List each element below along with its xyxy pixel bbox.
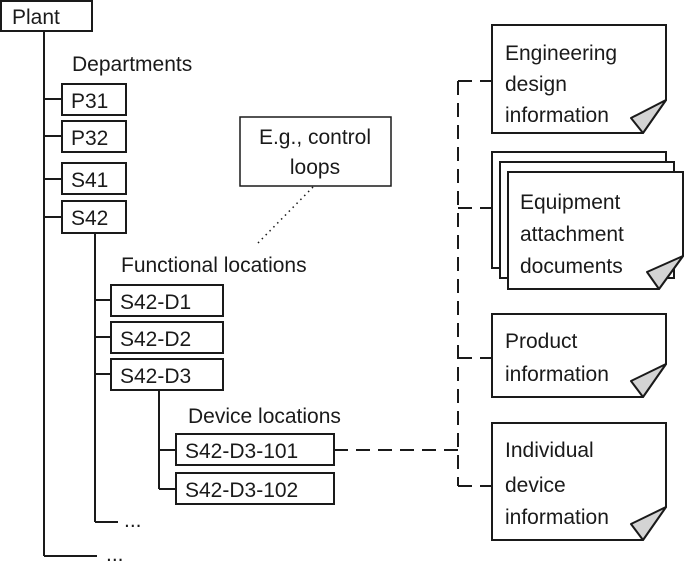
document-fold-icon: [646, 255, 684, 290]
device-locations-heading: Device locations: [188, 405, 341, 428]
department-node-s42: S42: [61, 200, 127, 234]
department-node-s41: S41: [61, 162, 127, 195]
document-fold-icon: [630, 99, 667, 134]
document-fold-icon: [630, 506, 667, 541]
document-individual: Individual device information: [491, 422, 667, 541]
functional-locations-heading: Functional locations: [121, 254, 307, 277]
functional-box: [110, 321, 224, 354]
callout-box: E.g., control loops: [239, 116, 392, 187]
document-line: information: [505, 104, 609, 127]
device-label: S42-D3-102: [185, 479, 298, 502]
document-line: attachment: [520, 223, 624, 246]
callout-line-1: E.g., control: [259, 126, 371, 149]
department-label: S42: [71, 207, 108, 230]
departments-heading: Departments: [72, 53, 192, 76]
department-box: [61, 162, 127, 195]
department-label: P31: [71, 90, 108, 113]
functional-box: [110, 284, 224, 317]
functional-box: [110, 358, 224, 391]
document-fold-icon: [630, 363, 667, 398]
device-label: S42-D3-101: [185, 440, 298, 463]
plant-box: [0, 0, 93, 32]
functional-node-s42-d2: S42-D2: [110, 321, 224, 354]
department-label: P32: [71, 127, 108, 150]
department-node-p32: P32: [61, 120, 127, 153]
document-links: [334, 80, 492, 487]
document-line: Engineering: [505, 42, 617, 65]
document-line: Individual: [505, 439, 594, 462]
document-engineering: Engineering design information: [491, 24, 667, 134]
device-node-s42-d3-102: S42-D3-102: [175, 472, 335, 505]
callout-line-2: loops: [290, 156, 340, 179]
department-node-p31: P31: [61, 83, 127, 116]
document-line: Equipment: [520, 191, 621, 214]
document-line: design: [505, 73, 567, 96]
tree-connectors: [43, 31, 176, 557]
document-line: information: [505, 506, 609, 529]
device-box: [175, 433, 335, 466]
device-box: [175, 472, 335, 505]
department-label: S41: [71, 169, 108, 192]
department-box: [61, 120, 127, 153]
functional-label: S42-D2: [120, 328, 191, 351]
document-line: device: [505, 474, 566, 497]
document-line: documents: [520, 255, 623, 278]
plant-more-ellipsis: ...: [106, 543, 124, 561]
department-box: [61, 200, 127, 234]
plant-label: Plant: [12, 6, 60, 29]
functional-node-s42-d1: S42-D1: [110, 284, 224, 317]
plant-node: Plant: [0, 0, 93, 32]
department-box: [61, 83, 127, 116]
device-node-s42-d3-101: S42-D3-101: [175, 433, 335, 466]
functional-more-ellipsis: ...: [124, 509, 142, 532]
document-line: information: [505, 363, 609, 386]
callout-frame: [239, 116, 392, 187]
document-line: Product: [505, 330, 578, 353]
functional-label: S42-D1: [120, 291, 191, 314]
document-equipment-stack: Equipment attachment documents: [491, 151, 684, 290]
functional-label: S42-D3: [120, 365, 191, 388]
functional-node-s42-d3: S42-D3: [110, 358, 224, 391]
callout-pointer: [257, 186, 314, 244]
document-product: Product information: [491, 313, 667, 398]
